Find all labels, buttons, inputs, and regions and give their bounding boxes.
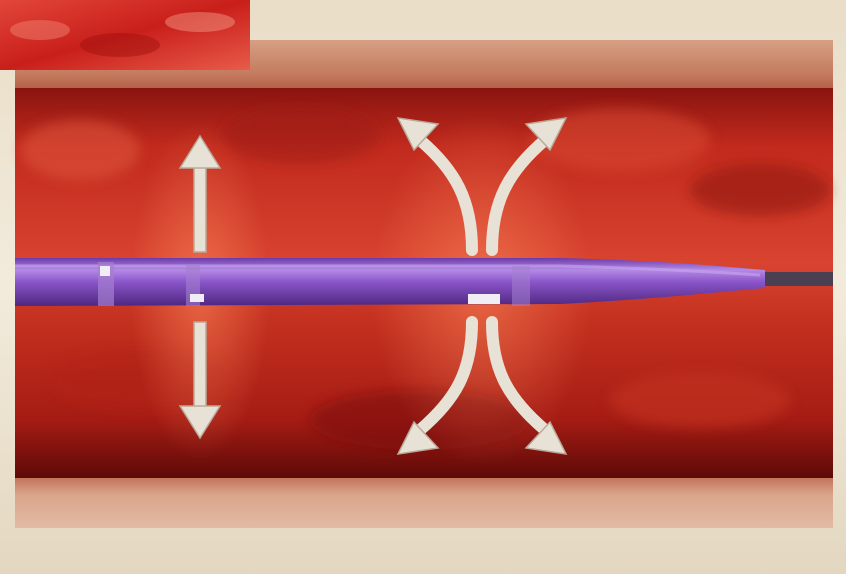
marker-light-1 <box>100 266 110 276</box>
vessel-wall-bottom <box>15 472 833 528</box>
marker-band-3 <box>512 266 530 306</box>
marker-light-2 <box>190 294 204 302</box>
marker-light-3 <box>468 294 500 304</box>
